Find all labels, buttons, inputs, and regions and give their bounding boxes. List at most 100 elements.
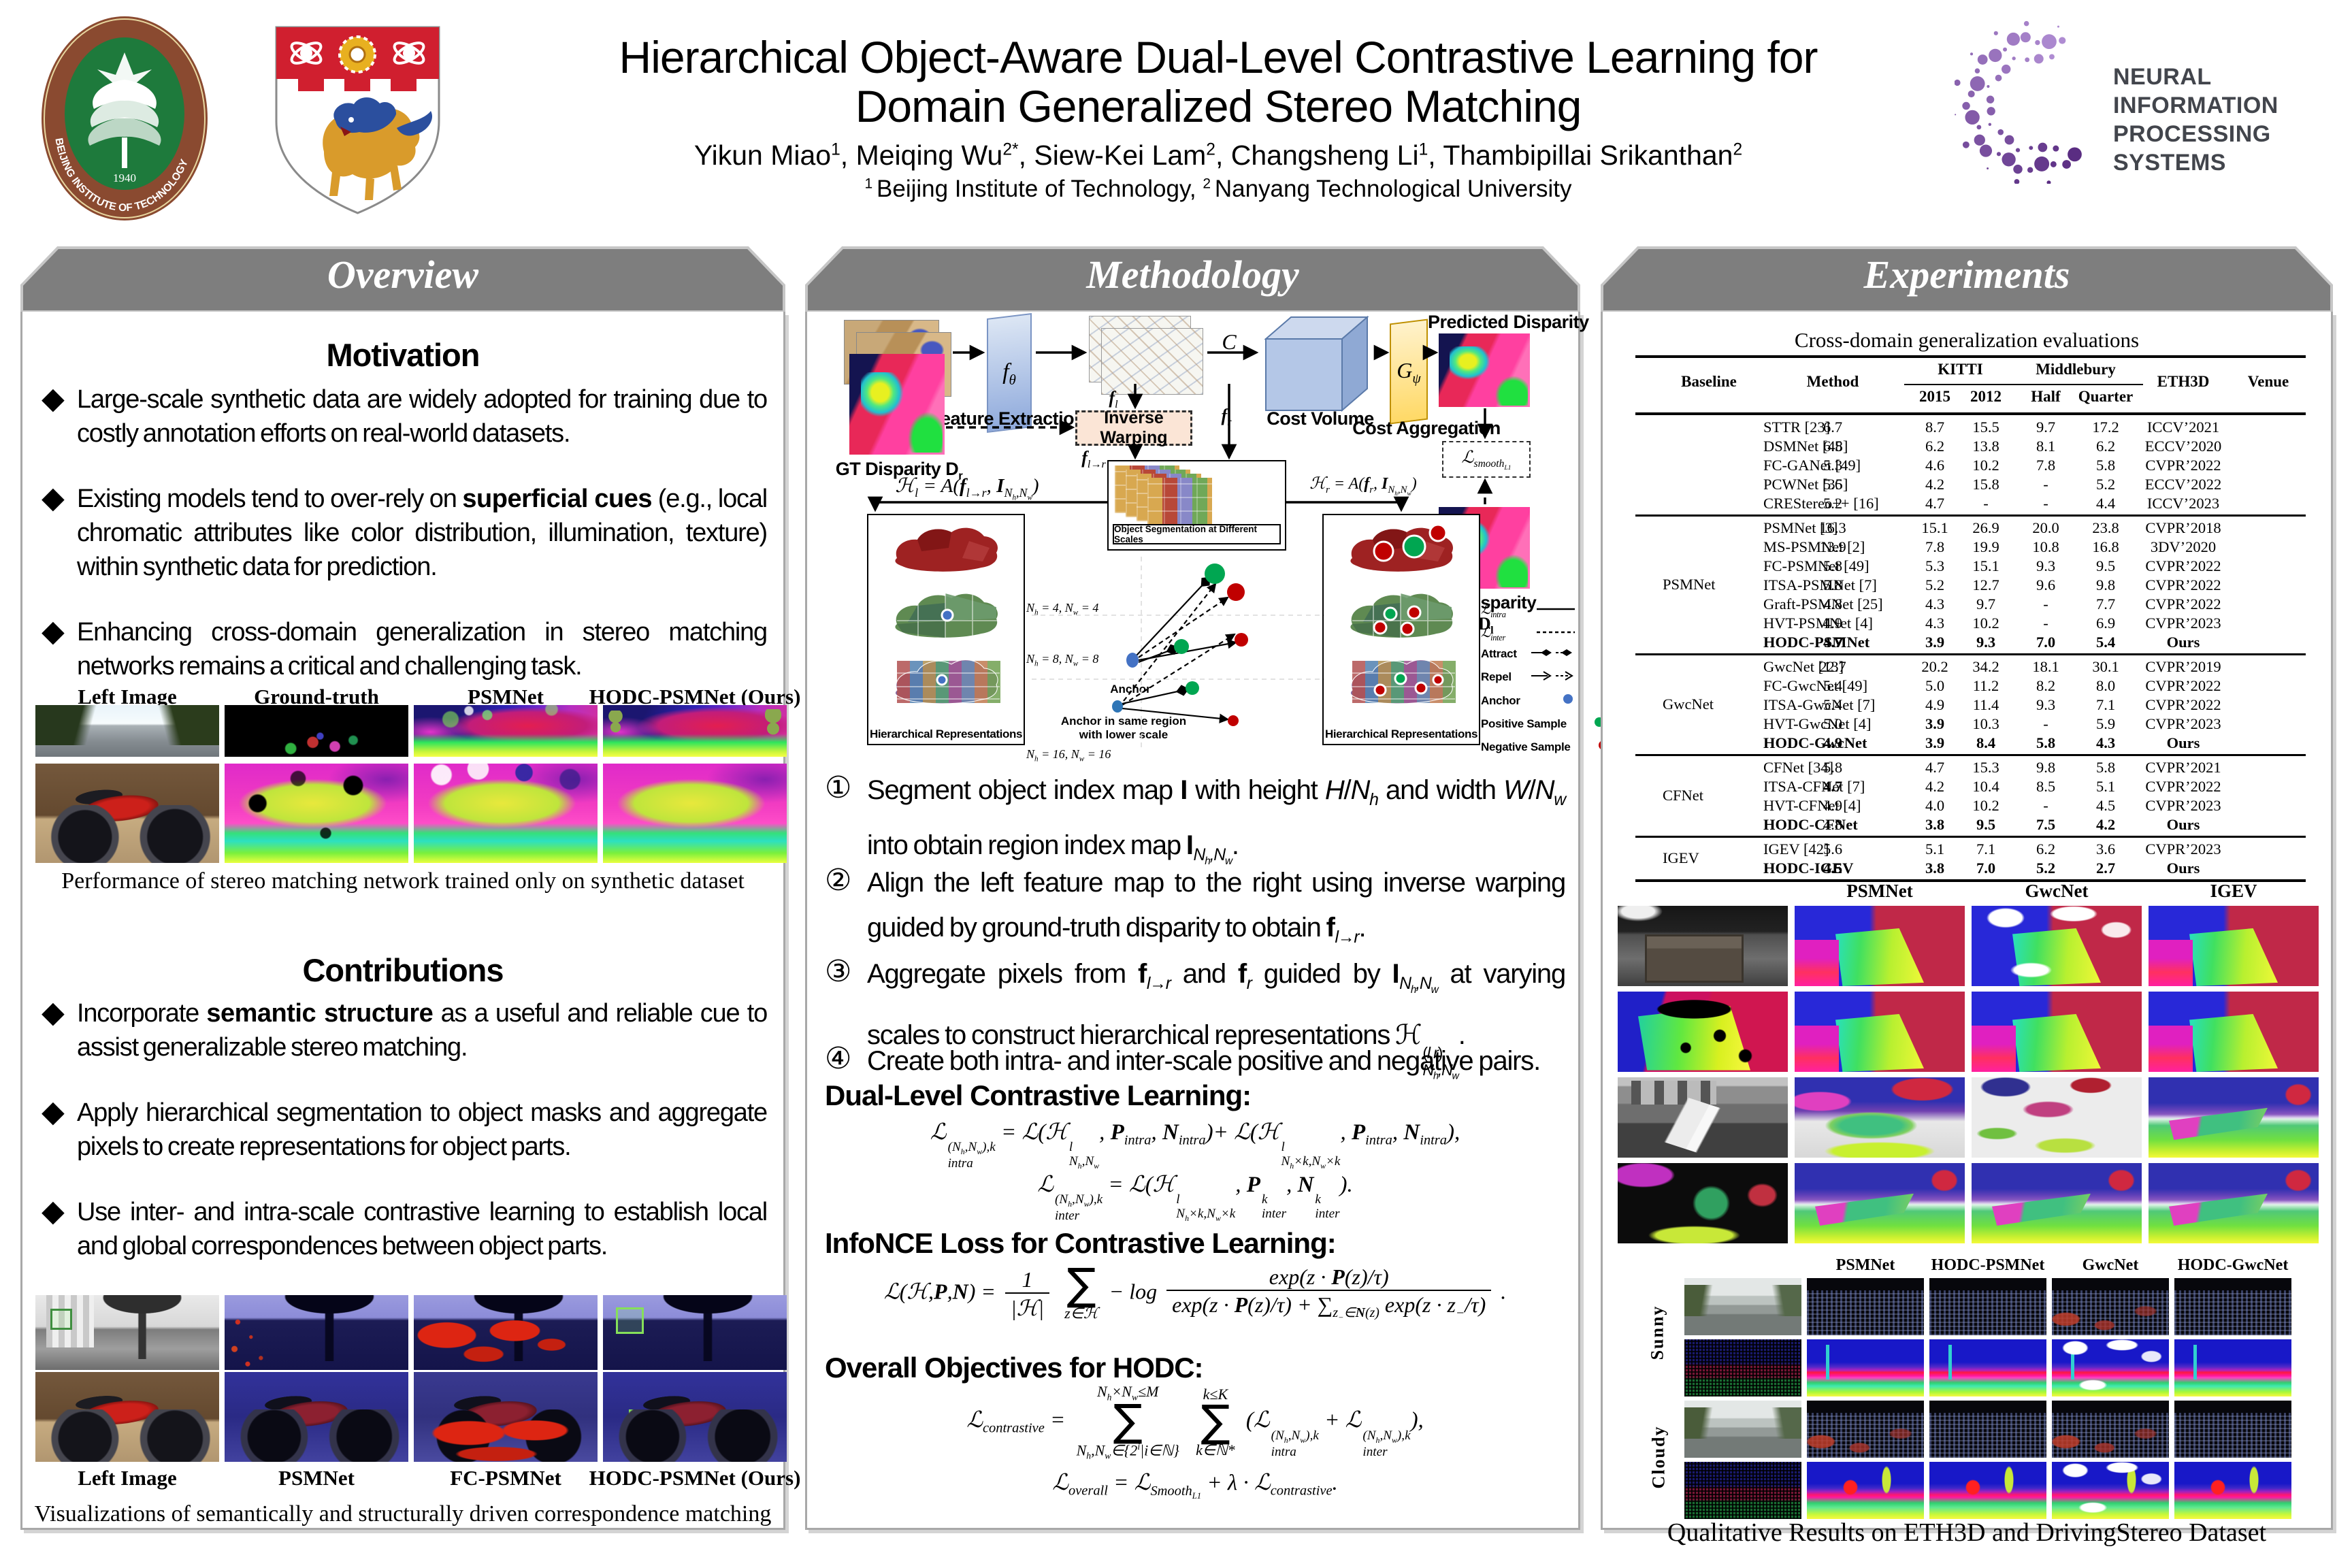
table-cell: 16.8 [2092,538,2119,555]
sub-element: h [1394,489,1398,497]
line-element [1138,639,1238,662]
table-cell: 13.9 [1819,538,1846,555]
eth3d-result-image [1795,992,1965,1072]
table-cell: 7.8 [1925,538,1945,555]
i-element: l,r [1426,1043,1439,1062]
eth3d-result-image [1972,992,2142,1072]
figure-column-label: HODC-PSMNet (Ours) [589,685,801,708]
circle-element [348,117,354,122]
table-cell: 12.7 [1972,576,1999,593]
highlight-box [628,1409,655,1437]
circle-element [1970,52,1974,56]
predicted-disparity-image [1439,333,1530,407]
table-cell: 5.6 [1823,476,1843,493]
circle-element [1988,122,1992,127]
b-element: 3.9 [1925,734,1945,751]
table-cell: 4.3 [2065,734,2146,753]
span-element: exp(z · P(z)/τ) [1269,1264,1389,1289]
table-cell: CVPR’2022 [2145,677,2221,694]
span-element: l [1281,1140,1285,1155]
eth3d-result-image [1972,1077,2142,1158]
circle-element [2053,145,2059,152]
table-cell: - [2043,595,2048,612]
path-element [1352,592,1456,640]
span-element: P [1246,1173,1260,1197]
span-element: (Nh,Nw),k [1271,1428,1319,1445]
sup-element: 1 [1418,140,1428,159]
table-cell: 26.9 [1972,519,1999,536]
table-cell: CVPR’2022 [2145,778,2221,795]
div-element: Motivation ◆Large-scale synthetic data a… [20,312,800,1530]
table-cell: 7.1 [1976,840,1996,858]
scale-16-label: Nh = 16, Nw = 16 [1026,747,1111,764]
table-cell: 5.1 [1925,840,1945,858]
baseline-label: GwcNet [1663,696,1714,713]
table-cell: 5.8 [2005,734,2087,753]
span-element: k≤K∑k∈ℕ* [1196,1386,1235,1458]
b-element: f [1237,959,1247,989]
span-element: ℒcontrastive = [966,1408,1066,1437]
path-element [945,593,996,621]
motivation-text: Enhancing cross-domain generalization in… [77,618,768,681]
b-element: 3.9 [1925,634,1945,651]
sup-element: 2 [1206,140,1215,159]
drivingstereo-result-image [2052,1462,2169,1519]
table-cell: 4.8 [1823,816,1843,833]
div-element: Cross-domain generalization evaluations … [1601,312,2333,1547]
span-element: Nh×Nw≤M∑Nh,Nw∈{2i|i∈ℕ} [1077,1383,1179,1461]
sup-element: 1 [864,176,877,192]
span-element: k≤K [1203,1385,1228,1403]
table-cell: - [2043,476,2048,493]
table-cell: 6.2 [2095,438,2116,455]
span-element: |ℋ| [1004,1292,1050,1321]
grid-header: GwcNet [2082,1256,2139,1274]
sub-element: l [1115,399,1118,411]
object-segmentation-label-box: Object Segmentation at Different Scales [1113,524,1281,544]
circle-element [2020,32,2031,43]
sub-element: w [1073,608,1079,617]
circle-element [1383,606,1398,621]
circle-element [2068,147,2082,162]
table-cell: CFNet [34] [1763,759,1834,776]
sup-element: 2* [1002,140,1019,159]
circle-element [1955,114,1957,116]
grid-header: IGEV [2210,881,2257,901]
bld-photo-image [35,1295,219,1370]
path-element [987,661,1000,703]
sub-element: l→r [1335,928,1359,947]
circle-element [1228,715,1239,726]
table-cell: 7.5 [2005,815,2087,834]
bullet-diamond-icon: ◆ [42,382,65,415]
table-cell: ITSA-CFNet [7] [1763,778,1865,795]
baseline-label: IGEV [1663,849,1699,866]
path-element [1378,661,1391,703]
table-cell: 7.8 [2036,457,2056,474]
sub-element: h [1086,1450,1092,1461]
circle-element [2042,34,2057,50]
predicted-disparity-label: Predicted Disparity [1428,312,1589,332]
sub-element: L1 [1192,1490,1202,1501]
sub-element: smoothL1 [1473,457,1512,472]
span-element: PROCESSING SYSTEMS [2113,121,2271,176]
div-element: Hierarchical Representations [1324,728,1478,740]
circle-element [1235,633,1248,647]
b-element: 7.0 [1976,860,1996,877]
moto-disp-b-image [603,764,787,863]
b-element: f [1221,406,1228,425]
line-element [1138,596,1229,658]
i-element: Nh,Nw [1193,846,1233,867]
table-cell: 4.7 [1792,633,1874,652]
path-element [975,661,987,703]
circle-element [2025,57,2030,63]
table-cell: Ours [2142,859,2224,878]
contribution-text: Use inter- and intra-scale contrastive l… [77,1198,768,1260]
table-cell: Graft-PSMNet [25] [1763,595,1883,612]
circle-element [1373,683,1387,697]
